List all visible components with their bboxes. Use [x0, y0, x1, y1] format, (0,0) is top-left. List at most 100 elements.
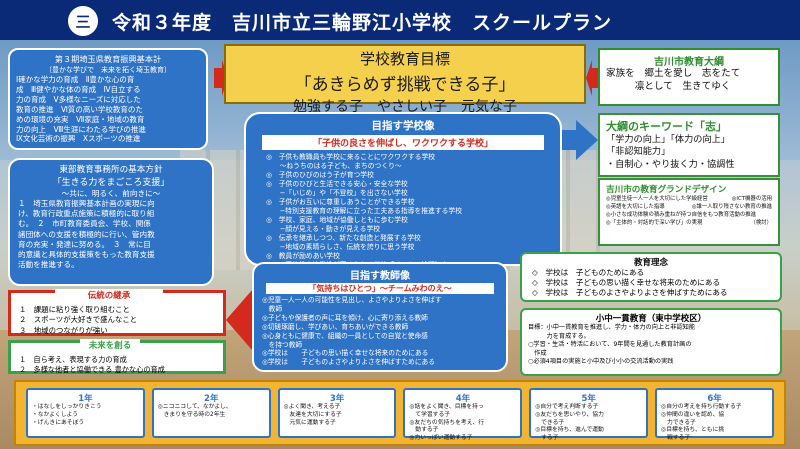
grade-item: ・なかよくしよう — [32, 411, 79, 418]
prefecture-plan-heading: 第３期埼玉県教育振興基本計 — [54, 54, 162, 64]
tradition-item: １ 課題に粘り強く取り組むこと — [19, 305, 130, 314]
page-title: 令和３年度 吉川市立三輪野江小学校 スクールプラン — [112, 12, 613, 34]
school-emblem-icon: 三 — [66, 4, 100, 38]
principles-item: ◇ 学校は 子どもの思い描く幸せな将来のためにある — [532, 277, 721, 287]
grade-item: する子 — [535, 435, 559, 442]
grade-card-2: 2年 ◎ニコニコして、なかよし、 きまりを守る時の2年生 — [151, 388, 271, 438]
grade-item: ◎自分で考え判断する子 — [535, 404, 599, 410]
prefecture-plan-panel: 第３期埼玉県教育振興基本計 〔豊かな学びで 未来を拓く埼玉教育〕 Ⅰ確かな学力の… — [8, 48, 208, 150]
goal-arrow-right-icon — [586, 60, 600, 96]
school-goal-sub: 勉強する子 やさしい子 元気な子 — [293, 99, 517, 115]
grade-item: ◎よく聞き、考える子 — [283, 404, 341, 410]
future-item: ２ 多様な他者と協働できる 豊かな心の育成 — [19, 365, 165, 375]
teacher-vision-item: ◎心身ともに健康で、組織の一員としての自覚と使命感 — [262, 331, 428, 340]
school-vision-item: −顔が見える・動きが見える学校 — [266, 225, 381, 234]
integrated-education-item: ○学習・生活・特活において、9年間を見通した教育計画の — [528, 341, 692, 349]
school-vision-item: 〜ねうちのはる子ども、まちのつくり〜 — [266, 162, 402, 171]
grade-item: ◎話をよく聞き、目標を持っ — [409, 404, 484, 410]
integrated-education-item: ○必須4項目の実施と小中及び小小の交流活動の実践 — [528, 358, 674, 366]
school-goal-motto: 「あきらめず挑戦できる子」 — [294, 75, 516, 95]
education-office-panel: 東部教育事務所の基本方針 「生きる力をまごころ支援」 〜共に、明るく、前向きに〜… — [8, 158, 214, 286]
grand-design-cell: ◎「主体的・対話的で深い学び」の実現 — [606, 220, 703, 227]
grade-item: 元気に運動する子 — [283, 419, 336, 426]
grade-item: 力できる子 — [661, 419, 696, 426]
school-vision-item: ◎ 子供のひびと生活できる安心・安全な学校 — [266, 180, 408, 189]
teacher-vision-item: ◎学校は 子どものよさやよりよさを伸ばすためにある — [262, 358, 435, 367]
keywords-panel: 大綱のキーワード「志」 「学力の向上」「体力の向上」 「非認知能力」 ・自制心・… — [598, 113, 780, 177]
education-office-line: １ 埼玉県教育振興基本計画の実現に向 — [18, 198, 155, 208]
education-office-line: む。 ２ 市町教育委員会、学校、関係 — [18, 219, 151, 229]
grade-label: 1年 — [78, 394, 93, 404]
grade-card-1: 1年 ・はなしをしっかりきこう ・なかよくしよう ・げんきにあそぼう — [26, 388, 145, 438]
grade-item: ・げんきにあそぼう — [32, 419, 85, 426]
teacher-vision-heading: 目指す教師像 — [350, 271, 410, 282]
city-outline-panel: 吉川市教育大綱 家族を 郷土を愛し 志をたて 凛として 生きてゆく — [598, 48, 780, 106]
future-title: 未来を創る — [80, 339, 140, 351]
grand-design-heading: 吉川市の教育グランドデザイン — [606, 185, 727, 195]
principles-item: ◇ 学校は 子どものためにある — [532, 268, 645, 277]
city-outline-line: 凛として 生きてゆく — [606, 80, 731, 92]
grade-item: ◎目標を持ち、進んで運動 — [535, 427, 604, 434]
keywords-heading: 大綱のキーワード「志」 — [606, 120, 727, 133]
city-outline-line: 家族を 郷土を愛し 志をたて — [606, 68, 741, 79]
grade-item: ◎友だちの気持ちを考え、行 — [409, 419, 485, 426]
grand-design-panel: 吉川市の教育グランドデザイン ◎児童生徒一人一人を大切にした学級経営 ◎ICT機器… — [598, 178, 780, 246]
grand-design-row: ◎英語を大切にした指導 ◎誰一人取り残さない教育の推進 — [606, 203, 772, 211]
teacher-vision-item: ◎切磋琢磨し、学びあい、育ちあいができる教師 — [262, 322, 409, 331]
grade-card-4: 4年 ◎話をよく聞き、目標を持っ て学習する子 ◎友だちの気持ちを考え、行 動す… — [403, 388, 523, 441]
tradition-item: ３ 地域のつながりが強い — [19, 325, 108, 335]
grade-label: 6年 — [707, 394, 722, 404]
prefecture-plan-line: 力の向上 Ⅷ生涯にわたる学びの推進 — [16, 124, 146, 134]
city-outline-heading: 吉川市教育大綱 — [654, 57, 724, 68]
teacher-vision-item: ◎子どもや保護者の声に耳を傾け、心に寄り添える教師 — [262, 313, 428, 322]
school-goal-heading: 学校教育目標 — [359, 50, 450, 68]
school-vision-item: ◎ 子供がお互いに尊重しあうことができる学校 — [266, 198, 415, 207]
prefecture-plan-line: 教育の推進 Ⅵ質の高い学校教育のた — [16, 104, 143, 114]
grade-card-6: 6年 ◎自分の考えを持ち行動する子 ◎仲間の違いを認め、協 力できる子 ◎目標を… — [655, 388, 774, 441]
school-vision-item: ◎ 学校、家庭、地域が協働しともに歩む学校 — [266, 216, 408, 225]
teacher-vision-panel: 目指す教師像 「気持ちはひとつ」〜チームみわのえ〜 ◎児童一人一人の可能性を見出… — [252, 262, 508, 372]
school-vision-item: ◎ 伝承を継承しつつ、新たな創造と発展する学校 — [266, 234, 421, 243]
principles-heading: 教育理念 — [633, 258, 668, 268]
emblem-letter: 三 — [75, 12, 91, 31]
grade-item: ◎力いっぱい運動する子 — [409, 435, 473, 442]
teacher-vision-highlight: 「気持ちはひとつ」〜チームみわのえ〜 — [266, 283, 494, 294]
integrated-education-heading: 小中一貫教育（東中学校区） — [595, 314, 707, 324]
integrated-education-item: 力を育成する。 — [528, 332, 590, 340]
school-vision-item: ◎ 子供も教職員も学校に来ることにワクワクする学校 — [266, 153, 436, 161]
grade-label: 3年 — [329, 394, 345, 404]
grade-card-3: 3年 ◎よく聞き、考える子 友達を大切にする子 元気に運動する子 — [277, 388, 397, 438]
grade-label: 5年 — [581, 394, 596, 404]
future-item: １ 自ら考え、表現する力の育成 — [19, 355, 127, 364]
grade-label: 2年 — [204, 394, 219, 404]
integrated-education-item: 目標：小中一貫教育を推進し、学力・体力の向上と非認知能 — [528, 324, 696, 331]
grade-item: 戦する子 — [661, 435, 691, 442]
school-arrow-icon — [562, 120, 598, 160]
school-vision-item: −地域の素晴らしさ、伝統を誇りに思う学校 — [266, 243, 415, 252]
grade-item: きまりを守る時の2年生 — [157, 411, 226, 418]
grand-design-cell: ◎誰一人取り残さない教育の推進 — [691, 204, 772, 211]
school-vision-heading: 目指す学校像 — [371, 120, 435, 132]
school-vision-item: −特別支援教育の理解に立った工夫ある指導を推進する学校 — [266, 207, 463, 216]
grand-design-cell: ◎ICT機器の活用 — [731, 196, 772, 202]
grade-label: 4年 — [455, 394, 471, 404]
prefecture-plan-line: めの環境の充実 Ⅶ家庭・地域の教育 — [16, 114, 145, 124]
school-vision-highlight: 「子供の良さを伸ばし、ワクワクする学校」 — [262, 135, 544, 150]
prefecture-plan-line: Ⅰ確かな学力の育成 Ⅱ豊かな心の育 — [16, 75, 135, 85]
grand-design-cell: ◎英語を大切にした指導 — [606, 204, 665, 211]
integrated-education-panel: 小中一貫教育（東中学校区） 目標：小中一貫教育を推進し、学力・体力の向上と非認知… — [520, 308, 782, 376]
grade-item: ◎友だちを思いやり、協力 — [535, 411, 604, 418]
grand-design-cell: ◎児童生徒一人一人を大切にした学級経営 — [606, 196, 708, 202]
tradition-title: 伝統の継承 — [55, 289, 163, 302]
principles-item: ◇ 学校は 子どものよさやよりよさを伸ばすためにある — [532, 287, 728, 297]
grade-card-5: 5年 ◎自分で考え判断する子 ◎友だちを思いやり、協力 できる子 ◎目標を持ち、… — [529, 388, 649, 441]
keywords-line: 「学力の向上」「体力の向上」 — [606, 134, 731, 145]
grade-item: ◎自分の考えを持ち行動する子 — [661, 404, 742, 410]
grand-design-row: ◎児童生徒一人一人を大切にした学級経営 ◎ICT機器の活用 — [606, 195, 772, 203]
grade-item: ・はなしをしっかりきこう — [32, 404, 102, 410]
teacher-vision-item: 教師 — [262, 304, 283, 313]
school-vision-item: ◎ 教員が励めあい学校 — [266, 252, 340, 261]
keywords-line: 「非認知能力」 — [606, 146, 671, 158]
education-office-line: 活動を推進する。 — [18, 260, 79, 270]
grand-design-row: ◎小さな成功体験の積み重ねが持つ自信をもつ教育活動の推進 — [606, 211, 772, 219]
